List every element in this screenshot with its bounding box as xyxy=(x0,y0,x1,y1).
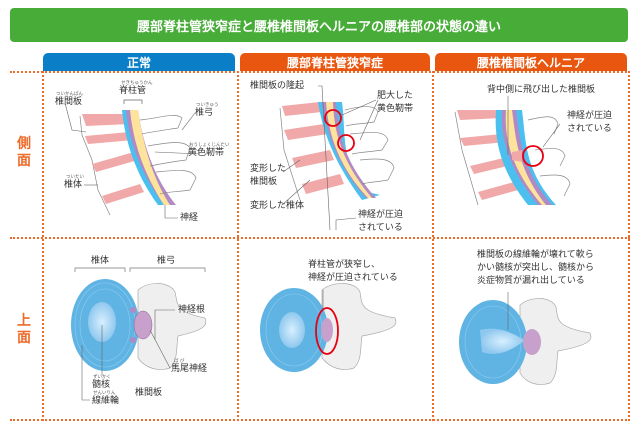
row-label-top: 上面 xyxy=(17,313,31,346)
label-nucleus-pulposus: 髄核 xyxy=(92,380,111,390)
page-title: 腰部脊柱管狭窄症と腰椎椎間板ヘルニアの腰椎部の状態の違い xyxy=(10,8,628,42)
label-deformed-body: 変形した椎体 xyxy=(250,201,305,211)
hernia-top-illustration xyxy=(459,292,592,385)
label-protruded-disc: 背中側に飛び出した椎間板 xyxy=(487,85,596,95)
ruby: ずいかく xyxy=(93,375,111,380)
label-vertebral-arch: 椎弓 xyxy=(157,256,176,266)
label-hypertrophied-ligament-2: 黄色靭帯 xyxy=(377,104,414,114)
divider xyxy=(237,71,239,421)
label-nerve-compressed: 神経が圧迫 xyxy=(567,111,613,121)
label-disc-bulge: 椎間板の隆起 xyxy=(250,81,305,91)
label-cauda-equina: 馬尾神経 xyxy=(171,364,208,374)
label-nerve-compressed: 神経が圧迫 xyxy=(358,210,404,220)
label-deformed-disc: 変形した xyxy=(250,164,287,174)
label-hernia-desc-1: 椎間板の線維輪が壊れて軟ら xyxy=(477,250,594,260)
divider xyxy=(628,71,630,421)
column-header-stenosis: 腰部脊柱管狭窄症 xyxy=(240,53,430,71)
divider xyxy=(42,71,44,421)
hernia-side-illustration xyxy=(454,96,571,206)
label-nerve-compressed-2: されている xyxy=(567,124,612,134)
label-disc: 椎間板 xyxy=(55,97,83,107)
label-stenosis-desc-2: 神経が圧迫されている xyxy=(308,273,398,283)
ruby: ついきゅう xyxy=(196,103,219,108)
divider xyxy=(10,237,630,239)
column-header-normal: 正常 xyxy=(43,53,235,71)
ruby: せんいりん xyxy=(93,391,116,396)
ruby: せきちゅうかん xyxy=(121,81,153,86)
label-nerve: 神経 xyxy=(180,213,199,223)
divider xyxy=(432,71,434,421)
label-hernia-desc-3: 炎症物質が漏れ出している xyxy=(477,276,585,286)
ruby: ば び xyxy=(174,359,185,364)
label-deformed-disc-2: 椎間板 xyxy=(250,177,278,187)
label-ligamentum-flavum: 黄色靭帯 xyxy=(188,148,225,158)
divider xyxy=(10,419,630,421)
label-spinal-canal: 脊柱管 xyxy=(119,86,147,96)
normal-top-illustration xyxy=(71,267,207,401)
column-header-hernia: 腰椎椎間板ヘルニア xyxy=(435,53,627,71)
label-nerve-root: 神経根 xyxy=(178,305,206,315)
label-nerve-compressed-2: されている xyxy=(358,223,403,233)
label-hernia-desc-2: かい髄核が突出し、髄核から xyxy=(477,263,595,273)
label-vertebral-body: 椎体 xyxy=(64,180,83,190)
stenosis-side-illustration xyxy=(279,85,395,231)
label-hypertrophied-ligament: 肥大した xyxy=(377,91,414,101)
ruby: ついたい xyxy=(66,175,84,180)
ruby: おうしょくじんたい xyxy=(189,143,230,148)
label-stenosis-desc-1: 脊柱管が狭窄し、 xyxy=(308,260,381,270)
label-vertebral-arch: 椎弓 xyxy=(195,108,214,118)
ruby: ついかんばん xyxy=(56,92,83,97)
row-label-side: 側面 xyxy=(17,136,31,169)
label-disc: 椎間板 xyxy=(135,388,163,398)
label-vertebral-body: 椎体 xyxy=(91,256,110,266)
normal-side-illustration xyxy=(64,99,201,219)
label-annulus-fibrosus: 線維輪 xyxy=(92,396,120,406)
stenosis-top-illustration xyxy=(260,283,397,372)
divider xyxy=(10,71,630,73)
